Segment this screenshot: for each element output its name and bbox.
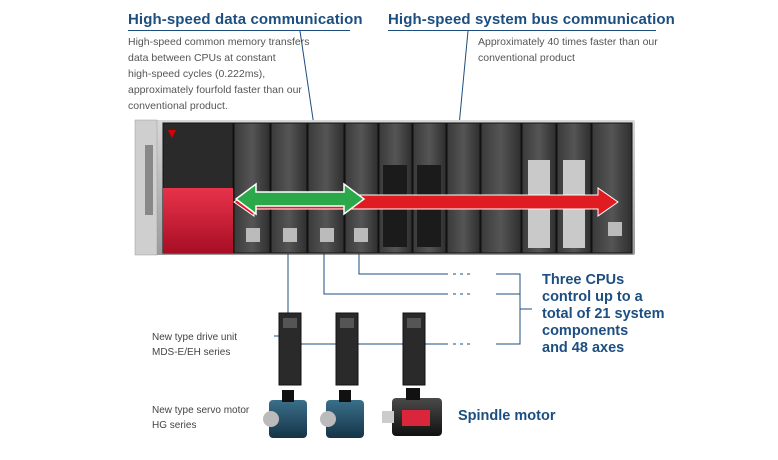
drive-units: [278, 312, 426, 386]
data-comm-desc: High-speed common memory transfers data …: [128, 34, 338, 114]
module-rack: [233, 122, 633, 254]
bus-comm-desc: Approximately 40 times faster than our c…: [478, 34, 698, 66]
servo-motors: [263, 390, 364, 438]
cpus-bracket: [496, 273, 521, 345]
servo-motor-line: HG series: [152, 420, 197, 431]
cpus-capacity-text: Three CPUs control up to a total of 21 s…: [542, 272, 665, 357]
servo-motor-label: New type servo motor HG series: [152, 403, 249, 433]
bus-comm-desc-line: Approximately 40 times faster than our: [478, 36, 658, 48]
drive-unit-line: New type drive unit: [152, 332, 238, 343]
data-comm-desc-line: approximately fourfold faster than our: [128, 84, 302, 96]
data-comm-underline: [128, 30, 350, 31]
data-comm-arrow: [234, 182, 366, 216]
spindle-motor-label: Spindle motor: [458, 408, 556, 424]
cpus-line: components: [542, 323, 629, 339]
cpus-line: Three CPUs: [542, 272, 625, 288]
bus-comm-desc-line: conventional product: [478, 52, 575, 64]
data-comm-desc-line: data between CPUs at constant: [128, 52, 276, 64]
bus-comm-underline: [388, 30, 656, 31]
drive-unit-label: New type drive unit MDS-E/EH series: [152, 330, 237, 360]
bus-comm-title: High-speed system bus communication: [388, 11, 675, 28]
data-comm-title: High-speed data communication: [128, 11, 363, 28]
servo-motor-line: New type servo motor: [152, 405, 250, 416]
data-comm-desc-line: high-speed cycles (0.222ms),: [128, 68, 266, 80]
cpus-line: total of 21 system: [542, 306, 665, 322]
cpu-network-lines: [274, 253, 474, 345]
cpus-line: control up to a: [542, 289, 643, 305]
cpus-line: and 48 axes: [542, 340, 625, 356]
spindle-motor: [382, 388, 442, 436]
data-comm-desc-line: High-speed common memory transfers: [128, 36, 310, 48]
power-supply-module: [162, 122, 234, 254]
data-comm-desc-line: conventional product.: [128, 100, 228, 112]
drive-unit-line: MDS-E/EH series: [152, 347, 231, 358]
